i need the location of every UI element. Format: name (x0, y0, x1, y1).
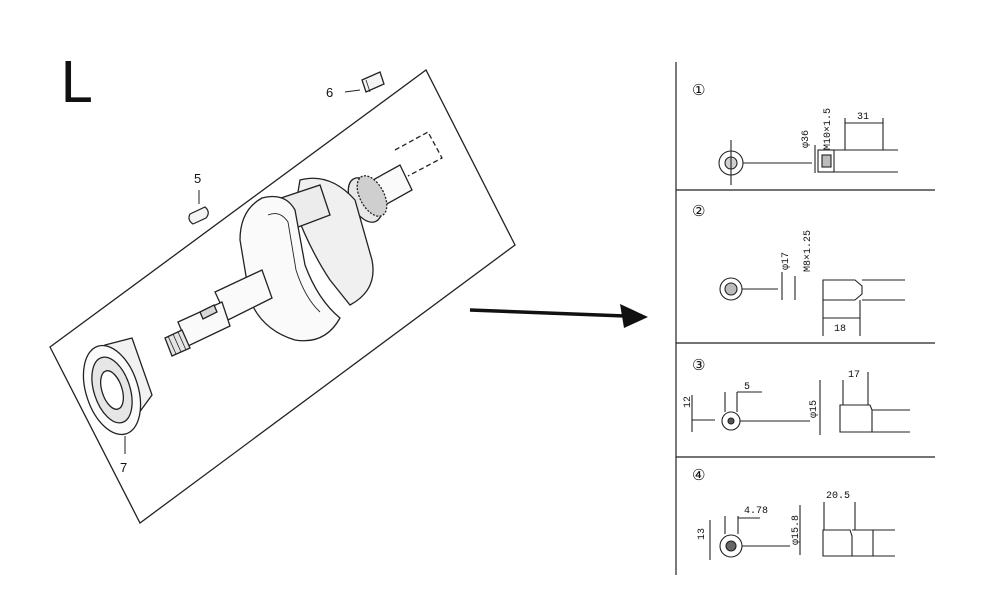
bearing-part-7 (82, 337, 153, 454)
pointer-arrow (469, 304, 648, 328)
key-part-5 (188, 190, 209, 225)
detail-1: ① φ36 M10×1.5 31 (692, 81, 898, 185)
detail-3-diameter: φ15 (809, 400, 820, 418)
detail-2-length: 18 (834, 324, 846, 335)
detail-3-height: 12 (683, 396, 694, 408)
detail-panel (675, 62, 935, 575)
detail-index-3: ③ (692, 356, 705, 374)
detail-1-thread: M10×1.5 (823, 108, 834, 150)
detail-4-diameter: φ15.8 (791, 515, 802, 545)
part-label-5: 5 (194, 171, 201, 186)
detail-1-length: 31 (857, 112, 869, 123)
detail-2-thread: M8×1.25 (803, 230, 814, 272)
key-part-6 (344, 71, 385, 93)
detail-3-length: 17 (848, 370, 860, 381)
detail-index-2: ② (692, 202, 705, 220)
detail-1-diameter: φ36 (801, 130, 812, 148)
crankshaft (164, 131, 443, 357)
part-label-7: 7 (120, 460, 127, 475)
detail-2-diameter: φ17 (781, 252, 792, 270)
parts-frame (49, 69, 516, 524)
detail-4: ④ 13 4.78 φ15.8 20.5 (692, 466, 895, 560)
detail-index-4: ④ (692, 466, 705, 484)
detail-3: ③ 12 5 φ15 17 (683, 356, 910, 435)
part-label-6: 6 (326, 85, 333, 100)
detail-3-width: 5 (744, 382, 750, 393)
detail-2: ② φ17 M8×1.25 18 (692, 202, 905, 336)
detail-4-length: 20.5 (826, 491, 850, 502)
detail-4-width: 4.78 (744, 506, 768, 517)
detail-4-height: 13 (697, 528, 708, 540)
section-letter: L (60, 51, 91, 116)
detail-index-1: ① (692, 81, 705, 99)
